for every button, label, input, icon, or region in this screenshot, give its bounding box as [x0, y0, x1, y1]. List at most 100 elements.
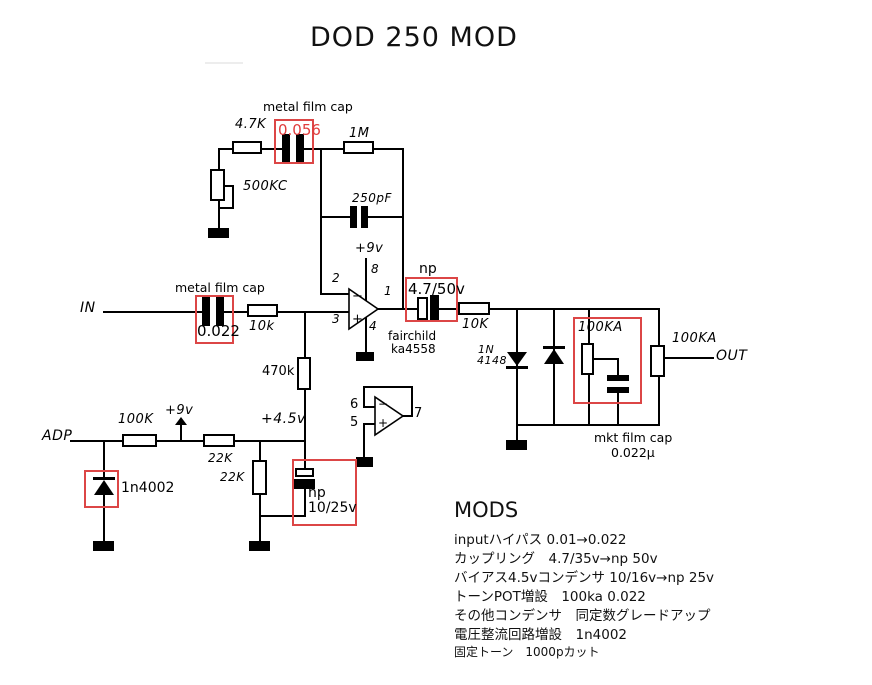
label-in: IN	[80, 300, 96, 316]
wire	[658, 308, 660, 346]
diode-1n4148-bar	[506, 366, 528, 369]
wire	[363, 423, 365, 459]
ground-icon	[356, 457, 373, 467]
label-pin3: 3	[332, 312, 341, 326]
opamp1-plus: +	[352, 312, 363, 327]
diode-1n4002-bar	[93, 477, 115, 480]
diode-1n4148-icon	[507, 352, 527, 366]
label-ka4558: ka4558	[391, 342, 436, 356]
label-10k-input: 10k	[249, 319, 275, 334]
wire	[489, 308, 660, 310]
wire	[588, 374, 590, 426]
wire	[658, 376, 660, 426]
label-250pf: 250pF	[352, 191, 392, 205]
opamp1-symbol: − +	[348, 287, 380, 331]
label-4.5v: +4.5v	[261, 411, 306, 427]
highlight-box-0.056	[274, 119, 314, 164]
arrow-up-icon	[175, 417, 187, 425]
page-title: DOD 250 MOD	[310, 22, 518, 53]
highlight-box-coupling	[405, 277, 458, 322]
mods-line-5: その他コンデンサ 同定数グレードアップ	[454, 608, 711, 624]
cap-tone-plate	[607, 375, 629, 381]
mods-line-1: inputハイパス 0.01→0.022	[454, 532, 627, 548]
mods-line-4: トーンPOT増設 100ka 0.022	[454, 589, 646, 605]
label-metal-film-cap-top: metal film cap	[263, 99, 353, 114]
label-0.022u: 0.022µ	[611, 445, 655, 460]
wire	[402, 148, 404, 310]
cap-0.056-plate	[296, 134, 304, 163]
label-22k-h: 22K	[208, 451, 233, 465]
cap-np-bias-neg	[295, 468, 314, 477]
label-pin4: 4	[369, 319, 378, 333]
wire	[103, 440, 105, 478]
cap-np-coupling-neg	[417, 297, 428, 320]
ground-icon	[506, 440, 527, 450]
wire	[259, 440, 261, 462]
cap-0.022-plate	[202, 297, 210, 326]
label-1m: 1M	[349, 126, 370, 141]
cap-np-coupling-pos	[430, 295, 439, 321]
label-1n4002: 1n4002	[121, 480, 175, 496]
label-metal-film-cap-input: metal film cap	[175, 280, 265, 295]
cap-np-bias-pos	[293, 479, 315, 489]
highlight-box-1n4002	[84, 470, 119, 508]
wire	[225, 185, 234, 187]
wire	[411, 386, 413, 416]
label-adp: ADP	[42, 428, 73, 444]
label-100ka-tone: 100KA	[578, 320, 623, 335]
wire	[368, 216, 402, 218]
ground-icon	[208, 228, 229, 238]
faint-mark	[205, 62, 243, 64]
opamp2-minus: −	[378, 397, 388, 411]
resistor-10k-output	[458, 302, 490, 315]
label-pin6: 6	[350, 397, 359, 412]
label-fairchild: fairchild	[388, 329, 437, 343]
wire	[304, 488, 306, 517]
label-pin8: 8	[371, 262, 380, 276]
wire	[617, 358, 619, 376]
diode-1n4002-icon	[94, 480, 114, 495]
label-4.7k: 4.7K	[235, 117, 267, 132]
opamp2-plus: +	[378, 416, 388, 430]
cap-0.056-plate	[282, 134, 290, 163]
ground-icon	[356, 352, 374, 361]
label-np-coupling: np	[419, 261, 437, 277]
label-9v-top: +9v	[355, 241, 384, 256]
wire	[320, 216, 350, 218]
mods-line-2: カップリング 4.7/35v→np 50v	[454, 551, 658, 567]
mods-line-3: バイアス4.5vコンデンサ 10/16v→np 25v	[454, 570, 715, 586]
wire	[155, 440, 205, 442]
wire	[218, 148, 220, 170]
resistor-1m	[343, 141, 374, 154]
ground-icon	[249, 541, 270, 551]
label-np-bias: np	[308, 485, 326, 501]
wire	[553, 308, 555, 426]
wire	[516, 424, 518, 441]
label-pin7: 7	[414, 406, 423, 421]
highlight-box-input-cap	[195, 295, 234, 344]
resistor-10k-input	[247, 304, 278, 317]
wire	[103, 311, 202, 313]
ground-icon	[93, 541, 114, 551]
wire	[103, 495, 105, 542]
wire	[516, 424, 660, 426]
diode-clip-icon	[544, 349, 564, 364]
wire	[439, 308, 459, 310]
wire	[304, 389, 306, 442]
cap-0.022-plate	[216, 297, 224, 326]
highlight-box-tone	[573, 317, 642, 404]
label-10-25v: 10/25v	[308, 500, 357, 516]
mods-heading: MODS	[454, 498, 519, 522]
label-0.056: 0.056	[278, 121, 321, 139]
highlight-box-bias-cap	[292, 459, 357, 526]
label-0.022: 0.022	[197, 322, 240, 340]
label-1n: 1N	[478, 343, 495, 356]
wire	[233, 440, 306, 442]
wire	[320, 148, 322, 295]
wire	[588, 308, 590, 345]
pot-500k	[210, 169, 225, 201]
label-pin2: 2	[332, 271, 341, 285]
wire	[594, 358, 619, 360]
wire	[304, 440, 306, 470]
